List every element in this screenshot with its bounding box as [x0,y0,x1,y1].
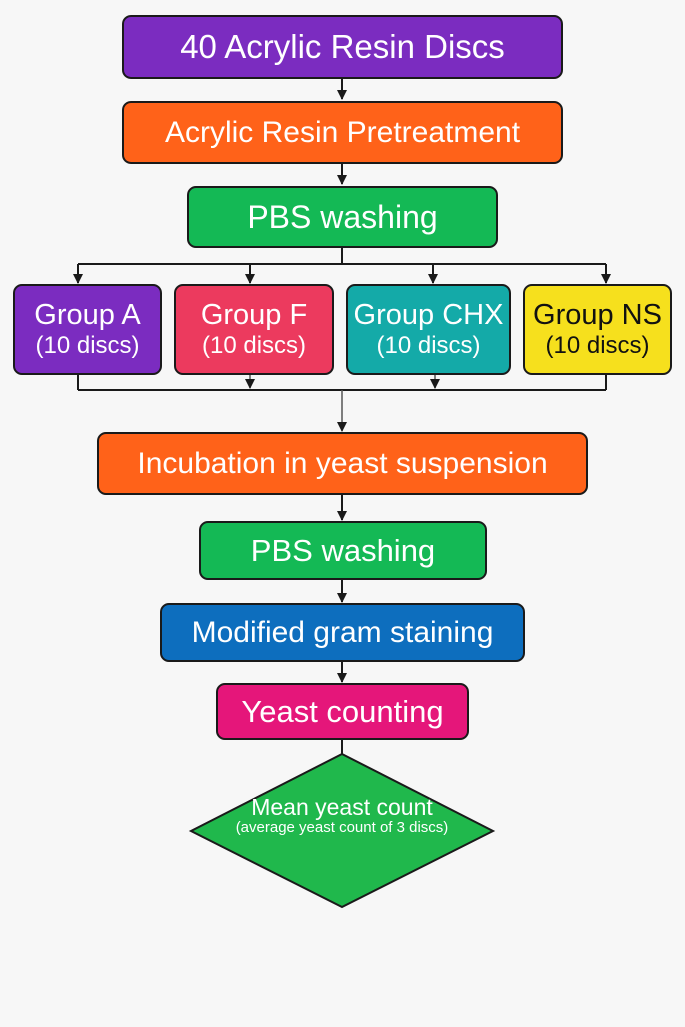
staining-label: Modified gram staining [191,615,494,649]
pbs-washing-box-1: PBS washing [187,186,498,248]
counting-box: Yeast counting [216,683,469,740]
counting-label: Yeast counting [241,693,444,729]
pbs-washing-label-2: PBS washing [250,532,436,568]
group-chx-count: (10 discs) [376,332,481,360]
staining-box: Modified gram staining [160,603,525,662]
group-ns-box: Group NS (10 discs) [523,284,672,375]
decision-text: Mean yeast count (average yeast count of… [192,794,492,837]
group-a-name: Group A [34,299,141,332]
group-a-box: Group A (10 discs) [13,284,162,375]
group-ns-name: Group NS [533,299,662,332]
pbs-washing-label-1: PBS washing [247,198,438,235]
pretreatment-box: Acrylic Resin Pretreatment [122,101,563,164]
group-ns-count: (10 discs) [545,332,650,360]
decision-sub-label: (average yeast count of 3 discs) [235,819,449,837]
pretreatment-label: Acrylic Resin Pretreatment [164,115,521,149]
incubation-label: Incubation in yeast suspension [137,446,548,480]
decision-diamond [188,752,496,909]
group-chx-box: Group CHX (10 discs) [346,284,511,375]
group-f-name: Group F [200,299,308,332]
decision-main-label: Mean yeast count [251,794,433,820]
group-f-box: Group F (10 discs) [174,284,334,375]
group-a-count: (10 discs) [35,332,140,360]
incubation-box: Incubation in yeast suspension [97,432,588,495]
group-f-count: (10 discs) [201,332,307,360]
start-box: 40 Acrylic Resin Discs [122,15,563,79]
pbs-washing-box-2: PBS washing [199,521,487,580]
group-chx-name: Group CHX [353,299,504,332]
start-label: 40 Acrylic Resin Discs [180,28,505,65]
